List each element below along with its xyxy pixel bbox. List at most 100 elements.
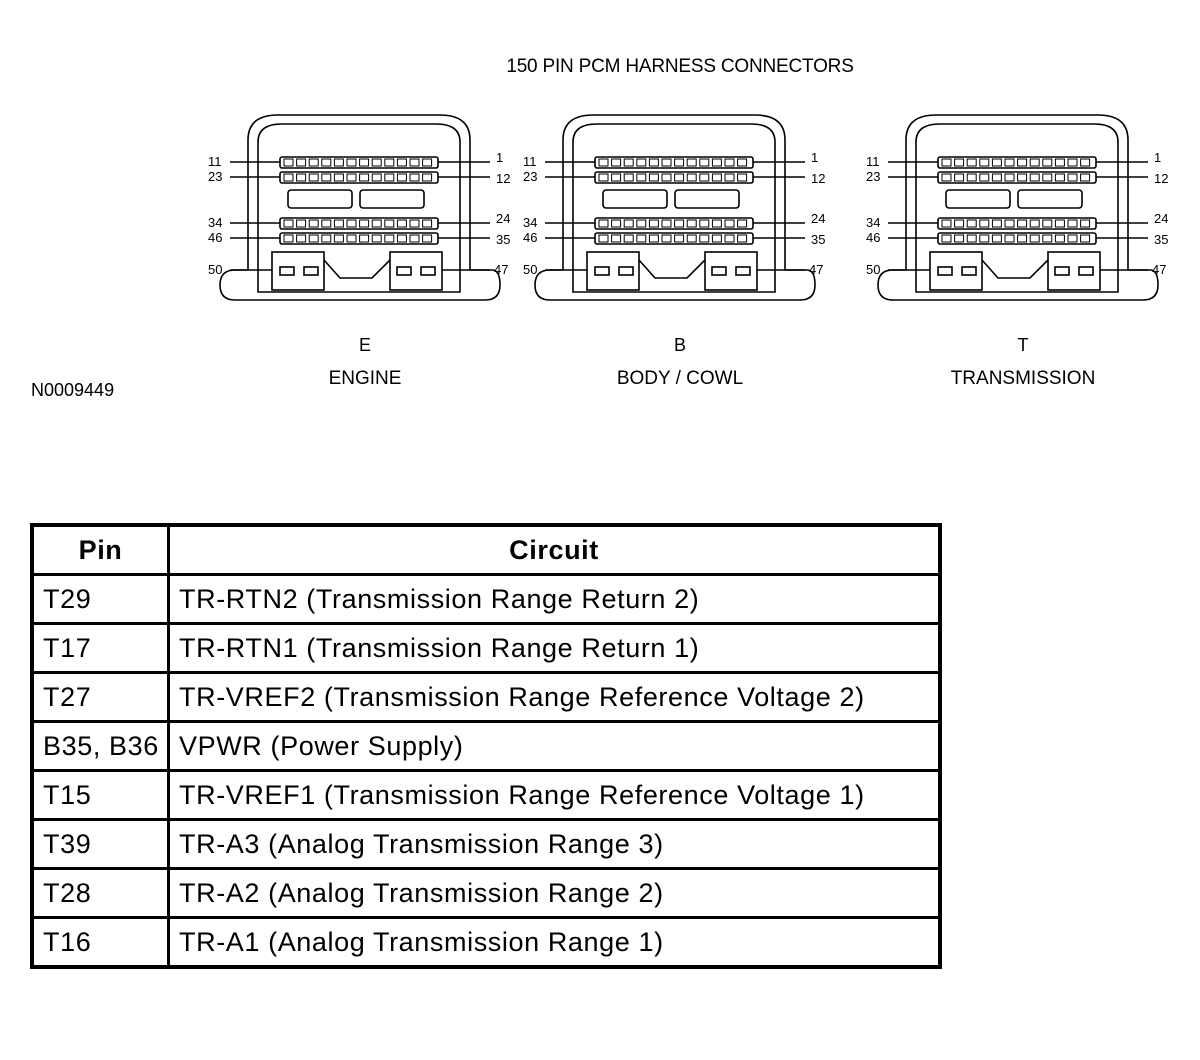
- header-circuit: Circuit: [167, 523, 942, 576]
- pin-cavity: [941, 158, 952, 167]
- pin-cavity: [674, 173, 685, 182]
- pin-cavity: [991, 158, 1002, 167]
- pin-cavity: [371, 173, 382, 182]
- circuit-cell: TR-A3 (Analog Transmission Range 3): [167, 818, 942, 870]
- pin-cavity: [384, 219, 395, 228]
- pin-cavity: [966, 173, 977, 182]
- pin-cavity: [611, 219, 622, 228]
- pin-cavity: [737, 173, 748, 182]
- pin-number-label: 23: [208, 169, 222, 184]
- pin-number-label: 11: [208, 154, 222, 169]
- pin-cavity: [699, 173, 710, 182]
- pin-cavity: [711, 158, 722, 167]
- pin-cavity: [346, 173, 357, 182]
- pin-cavity: [1080, 219, 1091, 228]
- pin-cavity: [1004, 158, 1015, 167]
- connector-letter: T: [1017, 335, 1029, 355]
- pin-cavity: [1004, 219, 1015, 228]
- pin-cavity: [1004, 173, 1015, 182]
- pin-number-label: 46: [523, 230, 537, 245]
- connector-housing-inner: [257, 123, 461, 293]
- pin-cell: T17: [30, 622, 170, 674]
- pin-cavity: [724, 219, 735, 228]
- pin-cavity: [384, 173, 395, 182]
- pin-cavity: [296, 158, 307, 167]
- pin-cavity: [396, 234, 407, 243]
- connector-name: BODY / COWL: [616, 368, 744, 389]
- pin-number-label: 34: [208, 215, 222, 230]
- pin-cavity: [384, 234, 395, 243]
- pin-cavity: [954, 234, 965, 243]
- pin-cell: T29: [30, 573, 170, 625]
- pin-cavity: [636, 173, 647, 182]
- connector-key-slot: [359, 189, 425, 209]
- pin-cavity: [1017, 158, 1028, 167]
- pin-cell: T15: [30, 769, 170, 821]
- pin-number-label: 12: [1154, 171, 1168, 186]
- pin-cell: T16: [30, 916, 170, 969]
- pin-cavity: [648, 173, 659, 182]
- pin-number-label: 23: [523, 169, 537, 184]
- pin-cavity: [737, 234, 748, 243]
- pin-cavity: [321, 234, 332, 243]
- pin-number-label: 46: [866, 230, 880, 245]
- header-pin: Pin: [30, 523, 170, 576]
- pin-cavity: [648, 219, 659, 228]
- pin-cavity: [396, 173, 407, 182]
- connector-housing-inner: [915, 123, 1119, 293]
- pin-cavity: [661, 234, 672, 243]
- terminal-tab: [735, 266, 751, 276]
- pin-cavity: [1054, 158, 1065, 167]
- pin-number-label: 12: [496, 171, 510, 186]
- pin-cavity: [346, 234, 357, 243]
- pin-cavity: [1004, 234, 1015, 243]
- circuit-cell: TR-RTN1 (Transmission Range Return 1): [167, 622, 942, 674]
- pin-cavity: [991, 219, 1002, 228]
- terminal-tab: [594, 266, 610, 276]
- pin-cavity: [1080, 173, 1091, 182]
- pin-cavity: [991, 173, 1002, 182]
- pin-cavity: [991, 234, 1002, 243]
- pin-cavity: [611, 173, 622, 182]
- pin-cavity: [1054, 234, 1065, 243]
- pin-cell: T28: [30, 867, 170, 919]
- circuit-cell: TR-VREF2 (Transmission Range Reference V…: [167, 671, 942, 723]
- pin-cavity: [699, 234, 710, 243]
- connector-housing-outline: [877, 114, 1159, 301]
- pin-cavity: [296, 173, 307, 182]
- pin-cavity: [396, 158, 407, 167]
- terminal-tab: [420, 266, 436, 276]
- connector-lock-block: [929, 251, 983, 291]
- pin-cavity: [648, 158, 659, 167]
- pin-cavity: [371, 158, 382, 167]
- pin-number-label: 11: [866, 154, 880, 169]
- pin-cavity: [1017, 219, 1028, 228]
- terminal-tab: [1054, 266, 1070, 276]
- pin-cavity: [1029, 173, 1040, 182]
- terminal-tab: [711, 266, 727, 276]
- pin-cavity: [979, 219, 990, 228]
- pin-cavity: [409, 234, 420, 243]
- pin-cavity: [979, 173, 990, 182]
- pin-number-label: 24: [811, 211, 825, 226]
- pin-cavity: [954, 158, 965, 167]
- pin-cavity: [308, 173, 319, 182]
- figure-id: N0009449: [31, 380, 115, 400]
- pin-cavity: [422, 158, 433, 167]
- pin-cavity: [283, 219, 294, 228]
- pin-cavity: [686, 234, 697, 243]
- terminal-tab: [303, 266, 319, 276]
- connector-name: TRANSMISSION: [950, 368, 1096, 389]
- connector-key-slot: [674, 189, 740, 209]
- pin-cavity: [661, 173, 672, 182]
- connector-key-slot: [945, 189, 1011, 209]
- pin-cavity: [699, 158, 710, 167]
- pin-cavity: [396, 219, 407, 228]
